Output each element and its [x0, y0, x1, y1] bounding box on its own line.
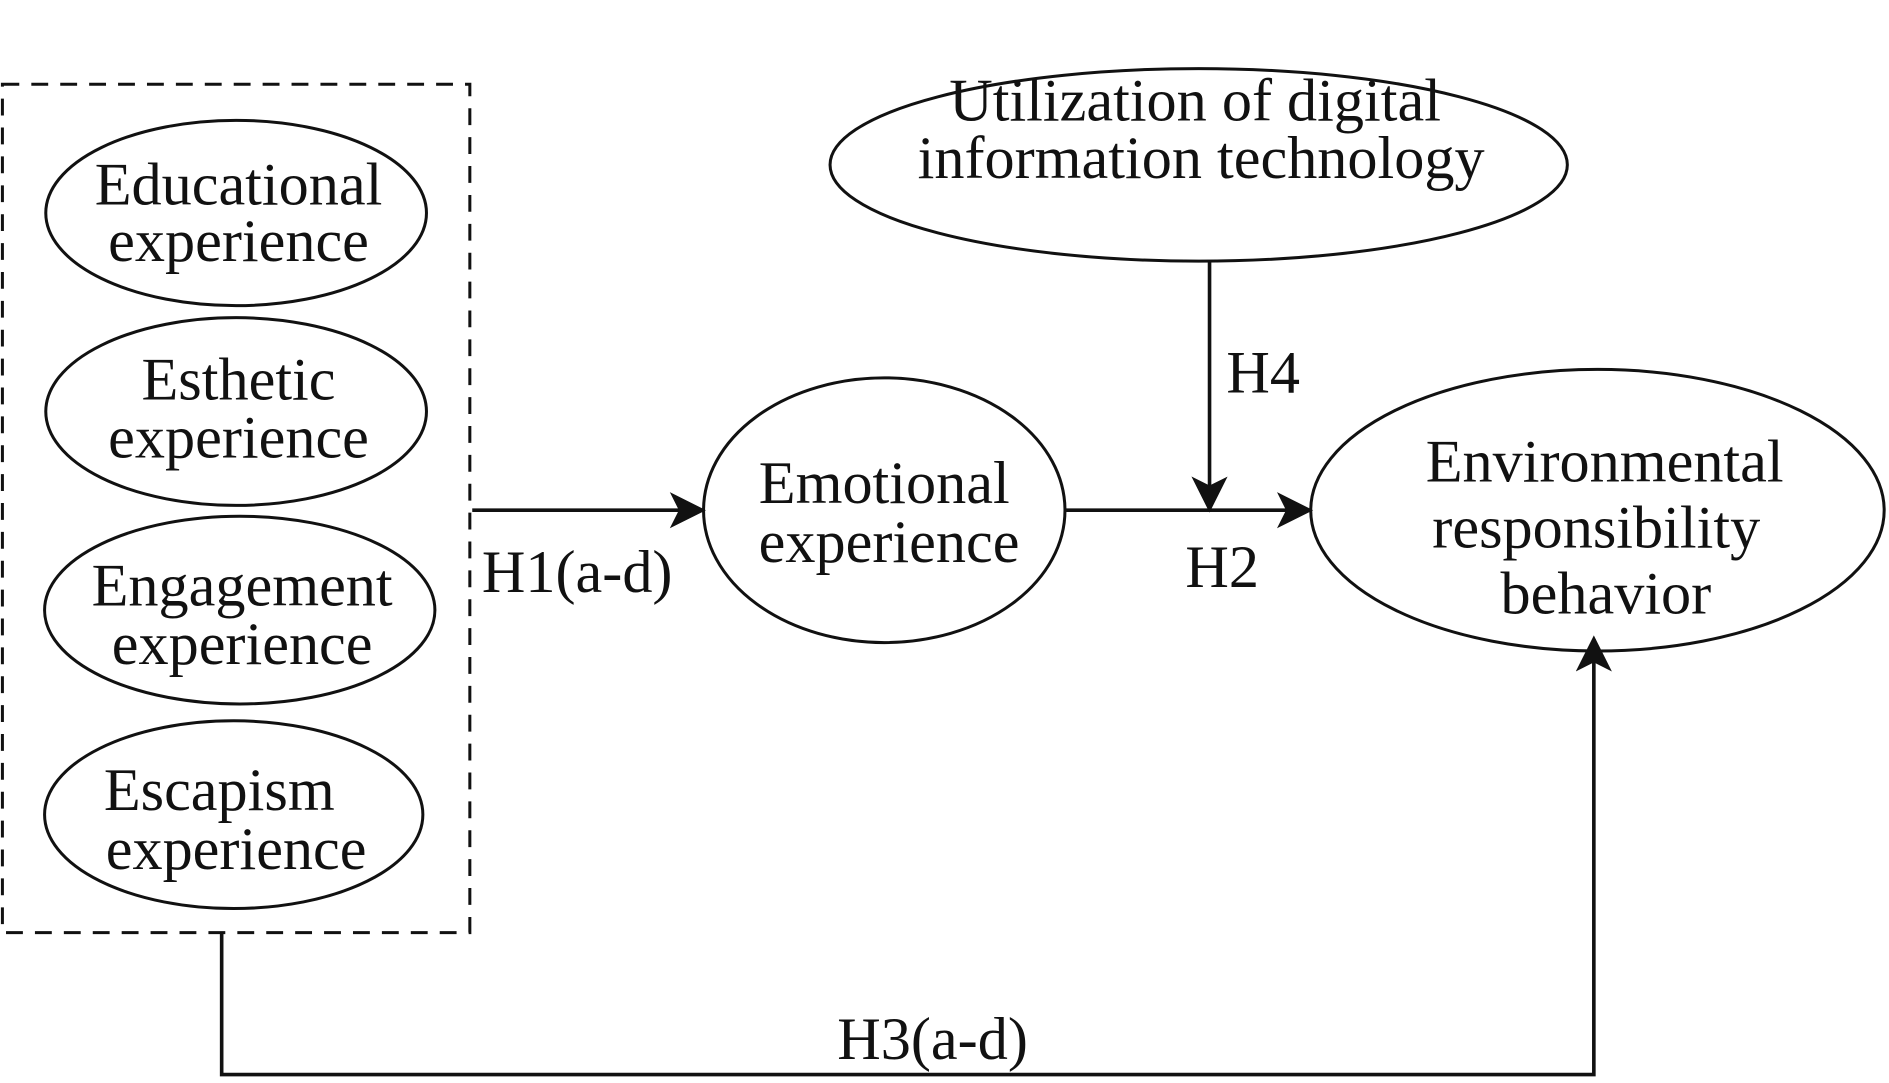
node-label: Emotional: [759, 450, 1010, 517]
node-label: Environmental: [1426, 428, 1784, 495]
h3-arrow: [219, 635, 1612, 1077]
node-label: Utilization of digital: [949, 67, 1441, 134]
h2-label: H2: [1185, 534, 1259, 601]
node-label: Escapism: [104, 757, 335, 824]
node-label: Esthetic: [142, 347, 336, 414]
digital-technology-node: Utilization of digital information techn…: [828, 67, 1569, 263]
h3-label: H3(a-d): [837, 1006, 1028, 1073]
node-label: Engagement: [92, 552, 393, 619]
node-label: behavior: [1501, 561, 1712, 628]
environmental-behavior-node: Environmental responsibility behavior: [1309, 367, 1886, 653]
escapism-experience-node: Escapism experience: [43, 719, 425, 911]
node-label: experience: [112, 611, 373, 678]
educational-experience-node: Educational experience: [44, 118, 428, 308]
esthetic-experience-node: Esthetic experience: [44, 316, 428, 507]
h4-label: H4: [1226, 339, 1300, 406]
emotional-experience-node: Emotional experience: [702, 376, 1067, 645]
experience-group-box: [0, 82, 472, 935]
node-label: information technology: [918, 125, 1485, 192]
node-label: responsibility: [1432, 495, 1760, 562]
h1-label: H1(a-d): [482, 539, 673, 606]
engagement-experience-node: Engagement experience: [43, 514, 437, 706]
node-label: experience: [108, 208, 369, 275]
node-label: experience: [108, 404, 369, 471]
node-label: experience: [759, 509, 1020, 576]
node-label: experience: [106, 816, 367, 883]
node-label: Educational: [95, 152, 383, 219]
